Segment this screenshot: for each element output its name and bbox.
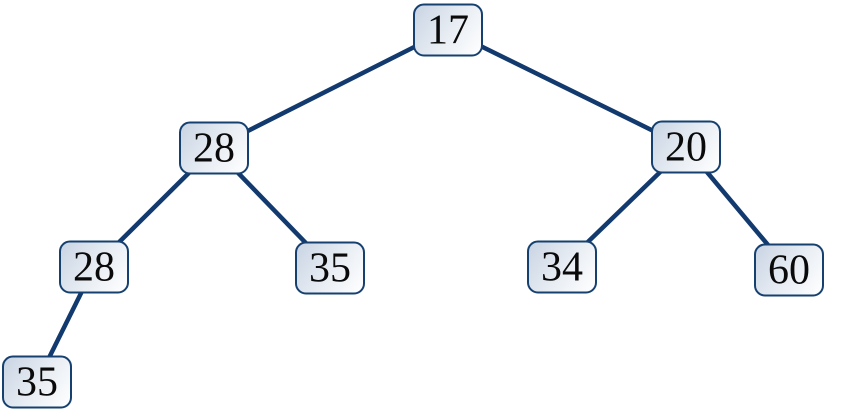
tree-node-right: 20: [651, 120, 721, 174]
tree-node-root: 17: [413, 3, 483, 57]
tree-node-right-right: 60: [754, 243, 824, 297]
tree-node-right-left: 34: [527, 240, 597, 294]
tree-node-left: 28: [179, 121, 249, 175]
edge-root-to-left: [212, 27, 450, 151]
tree-node-left-left: 28: [59, 240, 129, 294]
tree-node-left-right: 35: [295, 241, 365, 295]
tree-node-left-left-left: 35: [2, 355, 72, 409]
edge-root-to-right: [447, 27, 687, 150]
